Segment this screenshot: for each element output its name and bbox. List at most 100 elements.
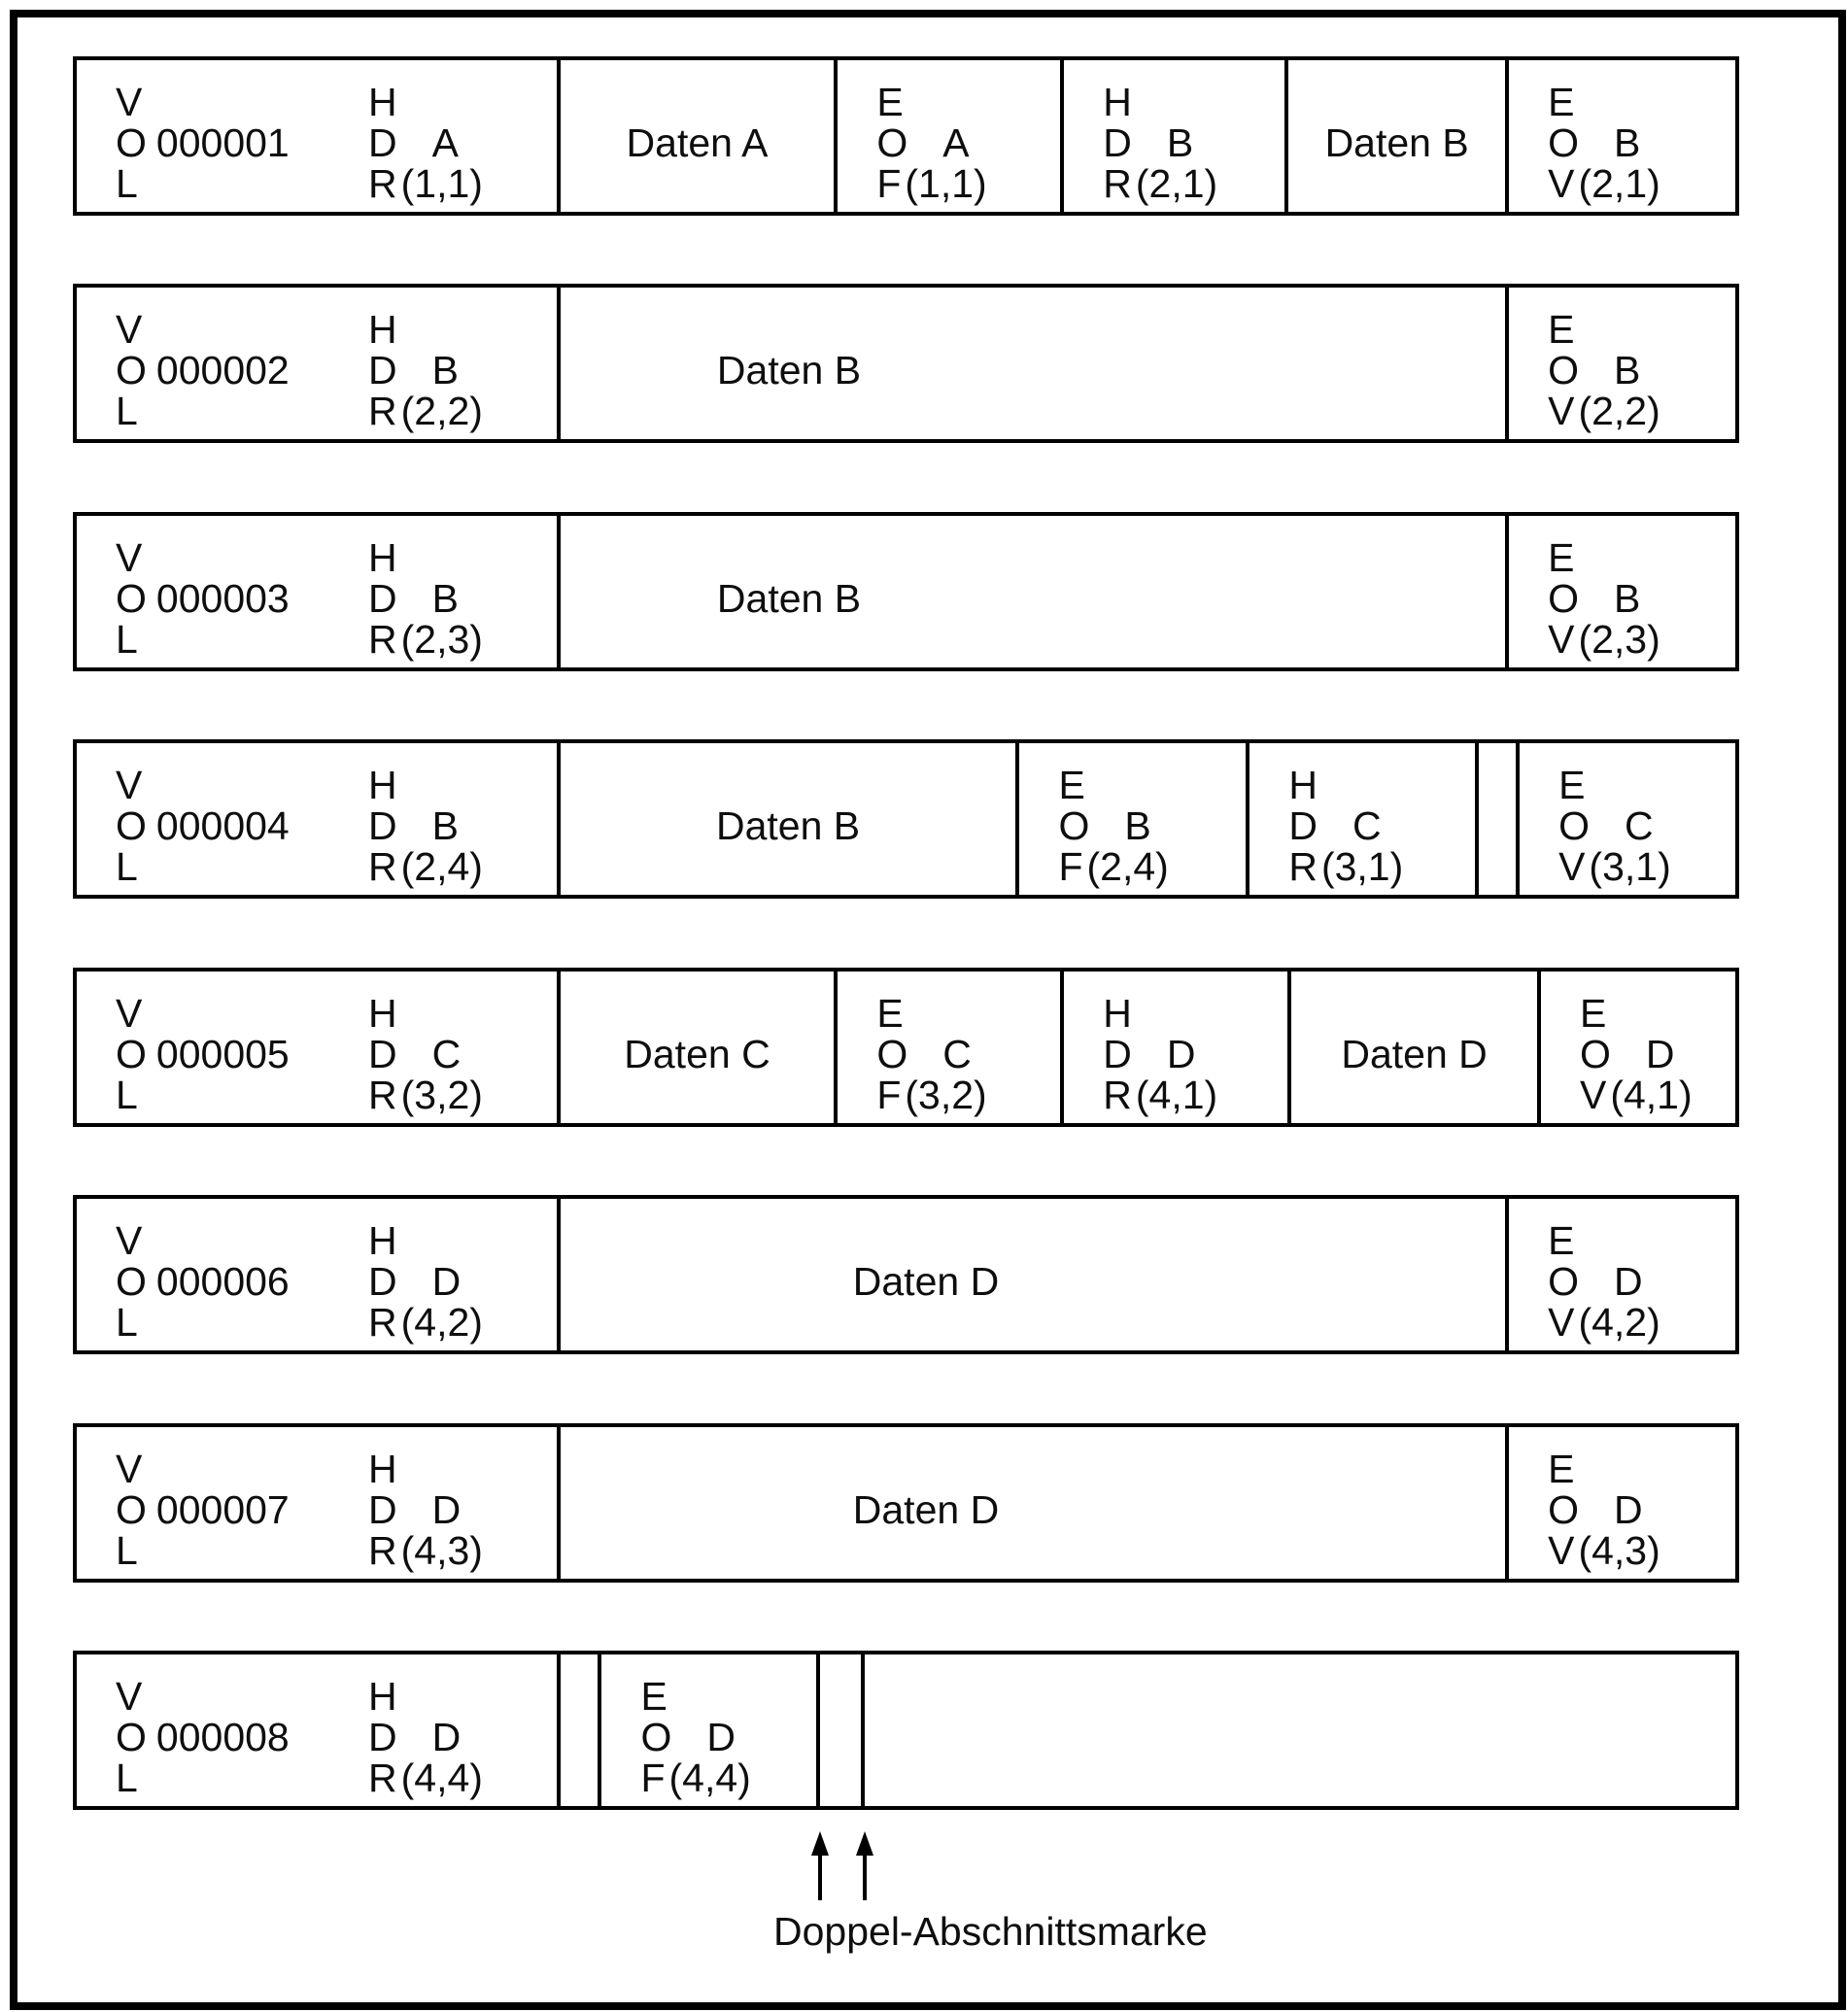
label-line: R(1,1) — [368, 161, 483, 206]
file-letter: C — [942, 1032, 972, 1076]
label-line: E — [640, 1674, 667, 1719]
label-line: V — [116, 763, 143, 807]
volume-number: 000006 — [155, 1259, 290, 1304]
label-line: R(4,2) — [368, 1300, 483, 1345]
label-line: L — [116, 1073, 138, 1117]
volume-number: 000001 — [155, 120, 290, 165]
daten-cell: Daten B — [561, 516, 1510, 667]
label-line: R(4,1) — [1103, 1073, 1218, 1117]
label-line: E — [1558, 763, 1586, 807]
file-letter: B — [1614, 576, 1641, 621]
file-letter: B — [431, 576, 459, 621]
daten-label: Daten D — [852, 1259, 1000, 1304]
file-letter: B — [431, 348, 459, 392]
label-line: R(3,2) — [368, 1073, 483, 1117]
file-letter: D — [1614, 1487, 1643, 1532]
volume-number: 000005 — [155, 1032, 290, 1076]
file-section-position: (4,1) — [1135, 1073, 1218, 1117]
volume-number: 000008 — [155, 1715, 290, 1759]
daten-label: Daten C — [624, 1032, 770, 1076]
label-line: E — [876, 991, 904, 1036]
label-line: H — [368, 307, 397, 352]
empty-cell — [865, 1654, 1735, 1806]
double-tape-mark-caption: Doppel-Abschnittsmarke — [773, 1909, 1208, 1954]
daten-label: Daten D — [1341, 1032, 1488, 1076]
file-letter: C — [1624, 803, 1654, 848]
label-line: V — [116, 535, 143, 580]
label-line: E — [1548, 1447, 1575, 1491]
label-line: E — [1548, 1218, 1575, 1263]
empty-cell — [1479, 743, 1521, 895]
file-section-position: (4,3) — [400, 1528, 483, 1573]
label-line: V — [116, 1674, 143, 1719]
file-letter: D — [706, 1715, 736, 1759]
daten-cell: Daten B — [561, 288, 1510, 439]
label-line: R(2,4) — [368, 844, 483, 889]
label-line: H — [368, 80, 397, 124]
label-line: V — [116, 307, 143, 352]
file-section-position: (3,2) — [400, 1073, 483, 1117]
daten-cell: Daten D — [1291, 972, 1541, 1123]
label-line: H — [368, 1447, 397, 1491]
empty-cell — [561, 1654, 602, 1806]
arrow-head — [811, 1831, 829, 1856]
label-line: L — [116, 617, 138, 662]
file-letter: D — [431, 1259, 462, 1304]
file-letter: B — [1166, 120, 1194, 165]
file-section-position: (4,4) — [668, 1756, 751, 1800]
file-letter: C — [431, 1032, 462, 1076]
file-section-position: (1,1) — [905, 161, 987, 206]
file-letter: B — [1124, 803, 1151, 848]
file-letter: B — [1614, 348, 1641, 392]
label-line: V(2,3) — [1548, 617, 1660, 662]
volume-number: 000004 — [155, 803, 290, 848]
label-line: L — [116, 844, 138, 889]
daten-cell: Daten C — [561, 972, 838, 1123]
file-section-position: (4,2) — [1578, 1300, 1660, 1345]
label-line: H — [368, 763, 397, 807]
label-line: R(4,3) — [368, 1528, 483, 1573]
label-line: L — [116, 1528, 138, 1573]
file-letter: B — [1614, 120, 1641, 165]
file-section-position: (3,2) — [905, 1073, 987, 1117]
file-section-position: (4,1) — [1610, 1073, 1693, 1117]
daten-label: Daten D — [852, 1487, 1000, 1532]
file-section-position: (2,3) — [1578, 617, 1660, 662]
daten-label: Daten B — [716, 576, 862, 621]
up-arrow-icon — [810, 1831, 830, 1900]
label-line: L — [116, 161, 138, 206]
file-section-position: (2,3) — [400, 617, 483, 662]
